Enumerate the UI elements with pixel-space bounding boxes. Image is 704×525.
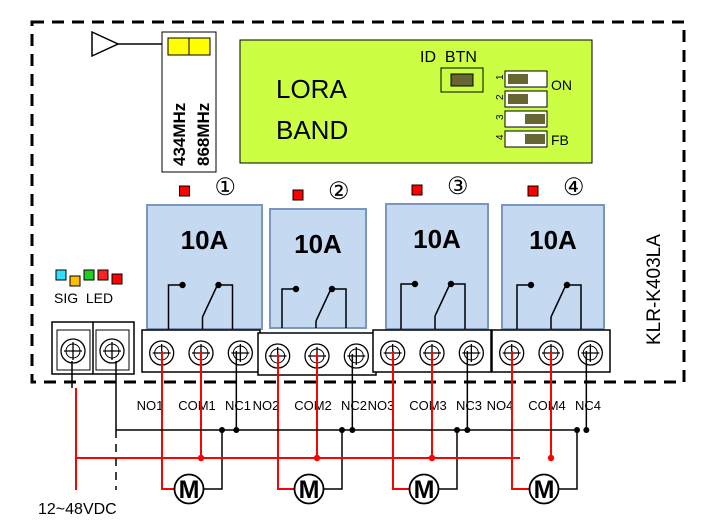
freq-swatch-868 <box>188 37 211 56</box>
frequency-module: 434MHz 868MHz <box>161 31 217 173</box>
dip-switch <box>504 70 548 148</box>
relay-rating: 10A <box>529 225 577 255</box>
sig-led-label: SIG LED <box>54 290 113 306</box>
led-sig-cyan <box>55 269 67 281</box>
motor-wiring <box>161 351 240 490</box>
antenna-icon <box>91 30 164 58</box>
terminal-label-no1: NO1 <box>137 398 164 413</box>
relay-number: ① <box>215 174 237 201</box>
terminal-label-nc2: NC2 <box>341 398 367 413</box>
relay-rating: 10A <box>413 224 461 254</box>
terminal-label-com3: COM3 <box>409 398 447 413</box>
terminal-label-no4: NO4 <box>487 398 514 413</box>
terminal-label-nc3: NC3 <box>456 398 482 413</box>
dip-number-1: 1 <box>495 74 506 80</box>
device-outline <box>30 20 686 384</box>
terminal-label-com2: COM2 <box>294 398 332 413</box>
motor-label: M <box>534 476 555 504</box>
led-sig-orange <box>69 275 81 287</box>
motor-icon: M <box>408 473 440 505</box>
terminal-label-nc1: NC1 <box>225 398 251 413</box>
motor-wiring <box>511 351 590 490</box>
dip-number-2: 2 <box>495 94 506 100</box>
relay-rating: 10A <box>181 225 229 255</box>
terminal-label-no3: NO3 <box>368 398 395 413</box>
motor-icon: M <box>528 473 560 505</box>
freq-label-868: 868MHz <box>194 103 213 166</box>
relay-indicator-led <box>179 185 190 197</box>
freq-swatch-434 <box>167 37 190 56</box>
dip-toggle-4[interactable] <box>525 134 545 144</box>
terminal-label-no2: NO2 <box>253 398 280 413</box>
dip-toggle-3[interactable] <box>525 114 545 124</box>
relay-number: ④ <box>563 174 585 201</box>
motor-icon: M <box>293 473 325 505</box>
relay-number: ③ <box>447 173 469 200</box>
model-label: KLR-K403LA <box>644 234 665 345</box>
motor-icon: M <box>173 473 205 505</box>
relay-contact-symbol <box>516 281 582 329</box>
relay-indicator-led <box>292 189 304 201</box>
terminal-label-nc4: NC4 <box>575 398 601 413</box>
lora-line1: LORA <box>276 74 347 104</box>
dip-toggle-1[interactable] <box>508 74 528 84</box>
freq-label-434: 434MHz <box>170 103 189 166</box>
lora-line2: BAND <box>276 115 348 145</box>
relay-rating: 10A <box>294 229 342 259</box>
motor-label: M <box>299 476 320 504</box>
terminal-screw-nc3[interactable] <box>458 340 484 366</box>
relay-contact-symbol <box>281 285 347 328</box>
dip-fb-label: FB <box>551 132 569 148</box>
relay-body <box>501 204 605 330</box>
terminal-screw-nc1[interactable] <box>227 340 253 366</box>
relay-contact-symbol <box>167 281 234 329</box>
status-leds <box>55 269 123 287</box>
relay-body <box>269 208 367 329</box>
power-terminal-screw-negative[interactable] <box>99 338 125 364</box>
motor-label: M <box>414 476 435 504</box>
relay-body <box>146 204 263 330</box>
led-sig-green <box>83 269 95 281</box>
dip-on-label: ON <box>551 77 572 93</box>
motor-label: M <box>179 476 200 504</box>
relay-indicator-led <box>527 185 539 197</box>
terminal-screw-nc4[interactable] <box>577 340 603 366</box>
terminal-label-com4: COM4 <box>528 398 566 413</box>
relay-number: ② <box>328 178 350 205</box>
dip-toggle-2[interactable] <box>508 94 528 104</box>
led-red-2 <box>111 273 123 285</box>
terminal-label-com1: COM1 <box>178 398 216 413</box>
relay-indicator-led <box>411 184 423 196</box>
id-btn-label: ID BTN <box>420 49 477 66</box>
motor-wiring <box>277 354 356 490</box>
led-red-1 <box>97 269 109 281</box>
power-terminal-block <box>51 321 135 375</box>
terminal-screw-nc2[interactable] <box>343 343 369 369</box>
power-wiring <box>71 361 574 490</box>
power-label: 12~48VDC <box>38 501 117 518</box>
relay-contact-symbol <box>400 280 466 329</box>
power-terminal-screw-positive[interactable] <box>60 338 86 364</box>
dip-number-3: 3 <box>495 114 506 120</box>
id-button[interactable] <box>440 67 484 93</box>
relay-body <box>385 203 489 330</box>
dip-number-4: 4 <box>495 134 506 140</box>
